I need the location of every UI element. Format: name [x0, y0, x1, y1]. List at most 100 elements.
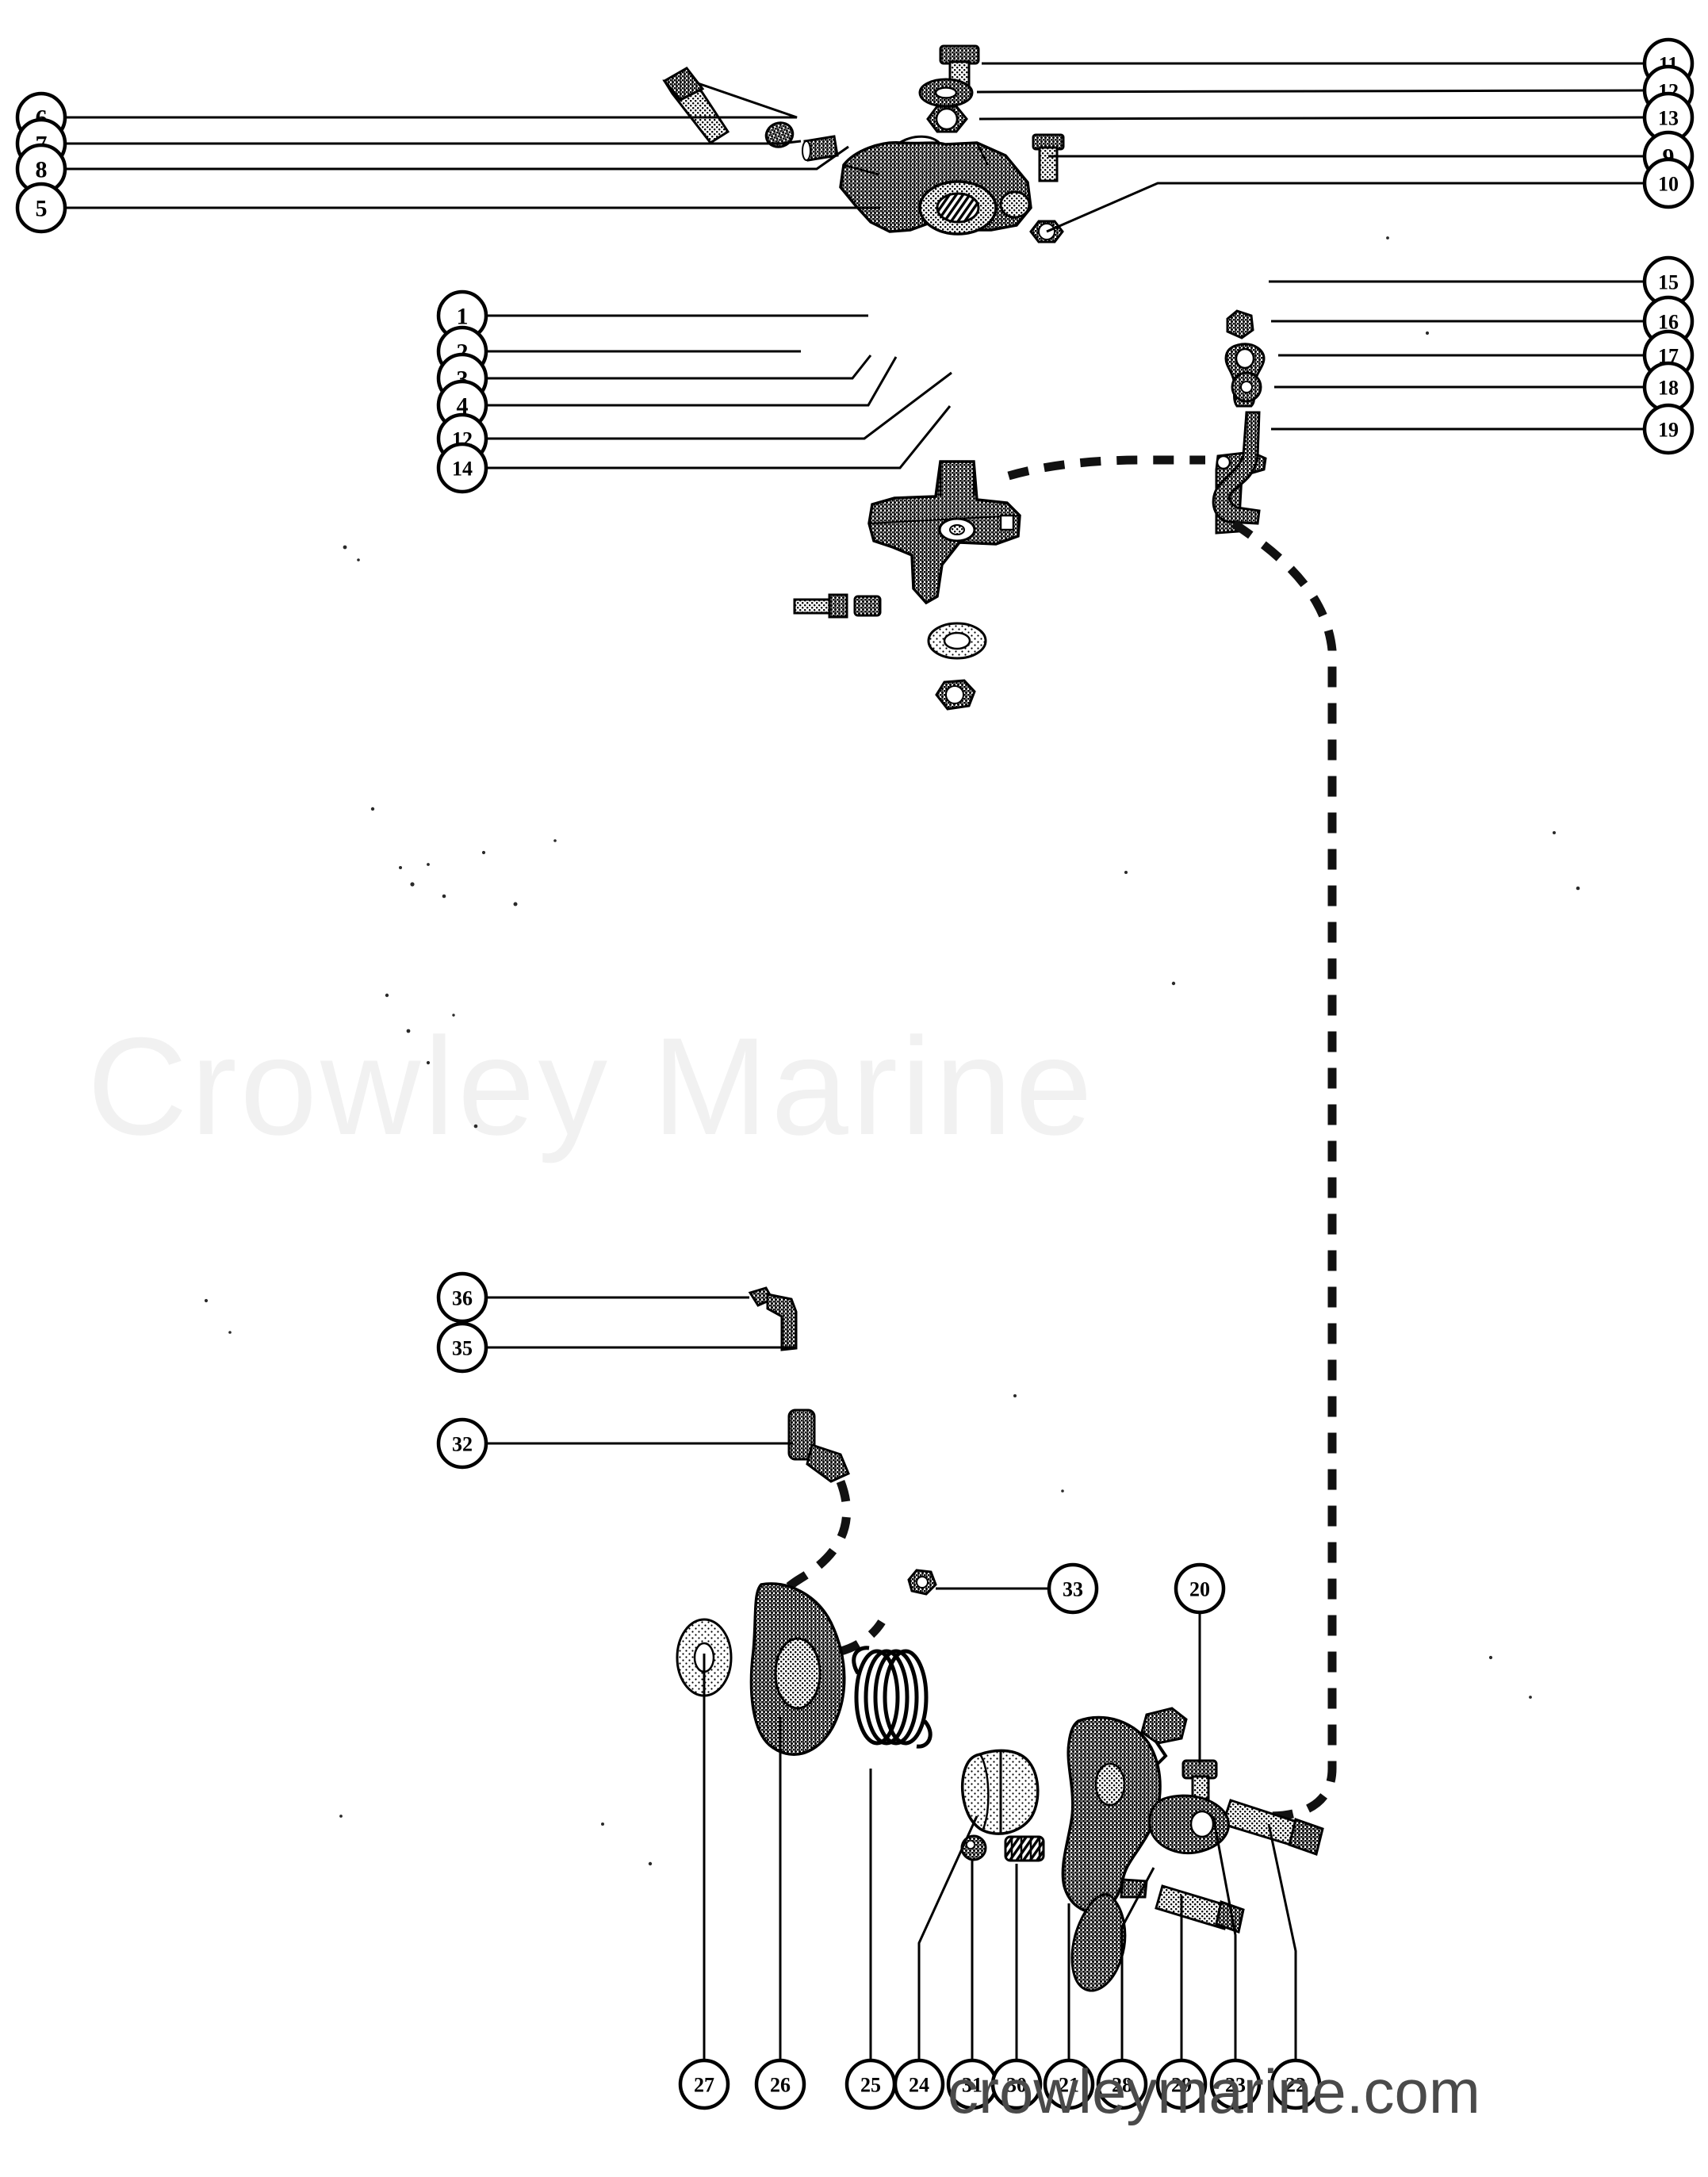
leader-line-10 — [1046, 182, 1645, 233]
callout-bubbles: 6785111213910123412141516171819363532332… — [15, 37, 1695, 2110]
leader-line-13 — [978, 116, 1645, 121]
leader-line-7 — [65, 140, 802, 145]
leader-line-4 — [486, 356, 898, 407]
callout-8[interactable]: 8 — [15, 143, 67, 195]
part-lock-washer-12 — [918, 78, 974, 108]
callout-number-20: 20 — [1189, 1578, 1210, 1601]
part-small-link-rod-35 — [766, 1293, 798, 1351]
callout-number-32: 32 — [452, 1433, 473, 1456]
callout-circle-14 — [436, 442, 488, 494]
callout-circle-32 — [436, 1417, 488, 1470]
callout-number-30: 30 — [1006, 2074, 1027, 2097]
part-pivot-screw-2 — [793, 593, 882, 619]
part-detent-cam-24 — [961, 1749, 1040, 1835]
callout-14[interactable]: 14 — [436, 442, 488, 494]
callout-21[interactable]: 21 — [1043, 2058, 1095, 2110]
callout-25[interactable]: 25 — [844, 2058, 897, 2110]
callout-number-8: 8 — [36, 157, 48, 183]
callout-28[interactable]: 28 — [1096, 2058, 1148, 2110]
callout-29[interactable]: 29 — [1155, 2058, 1208, 2110]
callout-number-21: 21 — [1059, 2074, 1079, 2097]
part-lower-lever-arm — [1070, 1893, 1127, 1992]
callout-circle-23 — [1209, 2058, 1262, 2110]
callout-circle-5 — [15, 182, 67, 234]
callout-circle-36 — [436, 1271, 488, 1324]
callout-5[interactable]: 5 — [15, 182, 67, 234]
part-mounting-screw-20 — [1181, 1759, 1218, 1800]
callout-number-1: 1 — [457, 304, 469, 330]
callout-circle-24 — [893, 2058, 945, 2110]
control-cable-long-run — [1221, 519, 1337, 1821]
callout-30[interactable]: 30 — [990, 2058, 1043, 2110]
leader-line-14 — [486, 405, 952, 470]
callout-27[interactable]: 27 — [678, 2058, 730, 2110]
part-locknut-14 — [935, 679, 976, 711]
callout-number-35: 35 — [452, 1337, 473, 1360]
callout-13[interactable]: 13 — [1642, 91, 1695, 144]
callout-10[interactable]: 10 — [1642, 157, 1695, 209]
callout-number-5: 5 — [36, 196, 48, 222]
callout-24[interactable]: 24 — [893, 2058, 945, 2110]
callout-number-18: 18 — [1658, 377, 1679, 400]
callout-19[interactable]: 19 — [1642, 403, 1695, 455]
leader-line-6 — [65, 82, 798, 119]
callout-33[interactable]: 33 — [1047, 1562, 1099, 1615]
scan-specks — [204, 236, 1580, 1866]
leader-line-8 — [65, 145, 849, 171]
part-shoulder-bolt-29 — [1221, 1799, 1324, 1856]
callout-35[interactable]: 35 — [436, 1321, 488, 1374]
callout-leader-lines — [65, 62, 1645, 2060]
callout-number-13: 13 — [1658, 107, 1679, 130]
part-shoulder-screw-9 — [1032, 133, 1065, 182]
callout-number-4: 4 — [457, 393, 469, 420]
leader-line-24 — [917, 1815, 978, 2060]
callout-circle-22 — [1270, 2058, 1322, 2110]
part-hex-bolt-long-22 — [1155, 1884, 1245, 1934]
callout-20[interactable]: 20 — [1174, 1562, 1226, 1615]
part-upper-swivel-bracket-5 — [839, 135, 1032, 236]
callout-number-15: 15 — [1658, 271, 1679, 294]
callout-36[interactable]: 36 — [436, 1271, 488, 1324]
callout-number-24: 24 — [909, 2074, 929, 2097]
callout-number-16: 16 — [1658, 311, 1679, 334]
callout-circle-20 — [1174, 1562, 1226, 1615]
watermark-main: Crowley Marine — [87, 1010, 1096, 1164]
callout-circle-29 — [1155, 2058, 1208, 2110]
callout-32[interactable]: 32 — [436, 1417, 488, 1470]
callout-number-36: 36 — [452, 1287, 473, 1310]
part-jam-nut-16 — [1226, 309, 1254, 339]
callout-circle-28 — [1096, 2058, 1148, 2110]
leader-line-12 — [486, 371, 952, 440]
callout-number-14: 14 — [452, 458, 473, 481]
callout-number-22: 22 — [1285, 2074, 1306, 2097]
leader-line-22 — [1267, 1823, 1297, 2060]
callout-circle-19 — [1642, 403, 1695, 455]
callout-number-29: 29 — [1171, 2074, 1192, 2097]
callout-circle-27 — [678, 2058, 730, 2110]
callout-circle-10 — [1642, 157, 1695, 209]
part-flat-washer-3 — [927, 622, 987, 660]
callout-26[interactable]: 26 — [754, 2058, 806, 2110]
part-retaining-nut-18 — [1231, 371, 1262, 403]
callout-number-33: 33 — [1063, 1578, 1083, 1601]
part-cable-anchor-barrel-32 — [787, 1409, 850, 1483]
callout-number-19: 19 — [1658, 419, 1679, 442]
callout-number-10: 10 — [1658, 173, 1679, 196]
callout-number-26: 26 — [770, 2074, 791, 2097]
callout-number-25: 25 — [860, 2074, 881, 2097]
callout-23[interactable]: 23 — [1209, 2058, 1262, 2110]
part-throttle-lever-bracket-1 — [867, 460, 1021, 605]
callout-circle-26 — [754, 2058, 806, 2110]
callout-number-27: 27 — [694, 2074, 714, 2097]
part-sleeve-bushing-8 — [802, 135, 839, 162]
leader-line-23 — [1212, 1815, 1237, 2060]
leader-line-28 — [1120, 1867, 1155, 2060]
part-hex-nut-cable-33 — [907, 1569, 937, 1596]
callout-22[interactable]: 22 — [1270, 2058, 1322, 2110]
leader-line-3 — [486, 355, 872, 380]
part-spacer-bushing-7 — [764, 121, 795, 148]
part-compression-spring-30 — [1004, 1835, 1045, 1862]
part-shift-rod-19 — [1212, 411, 1261, 525]
part-hex-nut-13 — [926, 105, 968, 133]
